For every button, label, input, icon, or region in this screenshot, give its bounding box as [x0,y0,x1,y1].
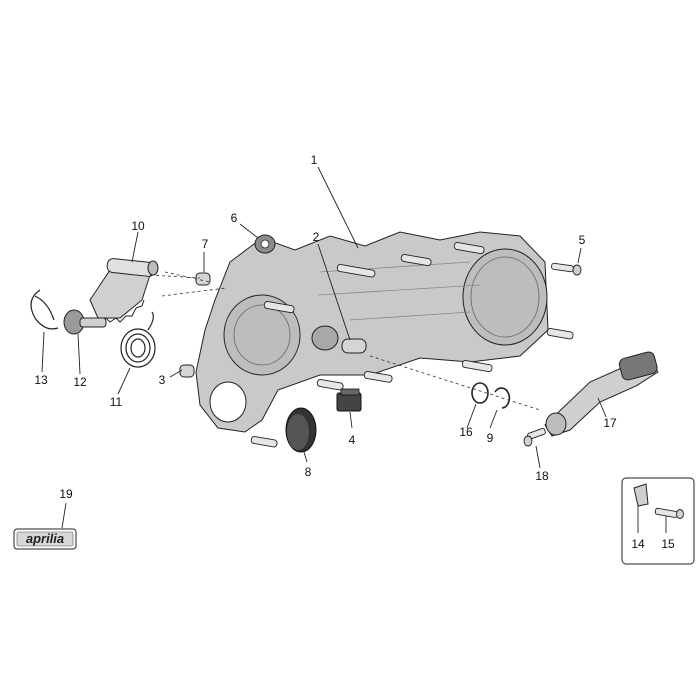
label-part-13: 13 [34,373,48,387]
label-part-4: 4 [349,433,356,447]
label-part-10: 10 [131,219,145,233]
label-part-5: 5 [579,233,586,247]
label-part-6: 6 [231,211,238,225]
alignment-lines [149,271,541,411]
aprilia-badge-19: aprilia [13,528,77,550]
label-part-9: 9 [487,431,494,445]
bolt-18 [523,427,546,447]
label-part-18: 18 [535,469,549,483]
label-part-11: 11 [110,395,123,409]
kickstart-lever-17 [544,351,659,437]
kickstart-gear-10 [89,258,159,323]
label-part-8: 8 [305,465,312,479]
leader-lines [41,166,667,533]
pin-7 [195,272,211,286]
inset-box [621,477,695,565]
dowel-pin-2 [341,338,367,354]
label-part-3: 3 [159,373,166,387]
rubber-block-4 [336,388,362,412]
bolt-5 [551,262,582,276]
circlip-9 [494,387,511,409]
pin-3 [179,364,195,378]
label-part-2: 2 [313,230,320,244]
label-part-14: 14 [631,537,645,551]
label-part-7: 7 [202,237,209,251]
label-part-16: 16 [459,425,473,439]
cap-plug-8 [285,407,317,453]
oil-seal-6 [254,234,276,254]
part-labels: 1 2 3 4 5 6 7 8 9 10 11 12 13 14 15 16 1… [34,153,675,551]
label-part-1: 1 [311,153,318,167]
washer-16 [471,382,489,404]
cover-bolts [250,242,574,448]
clip-13 [30,289,59,330]
label-part-19: 19 [59,487,73,501]
bushing-12 [63,309,107,335]
spring-11 [120,311,156,368]
aprilia-logo-text: aprilia [26,531,64,546]
label-part-12: 12 [73,375,87,389]
transmission-cover [195,231,549,433]
label-part-15: 15 [661,537,675,551]
label-part-17: 17 [603,416,617,430]
